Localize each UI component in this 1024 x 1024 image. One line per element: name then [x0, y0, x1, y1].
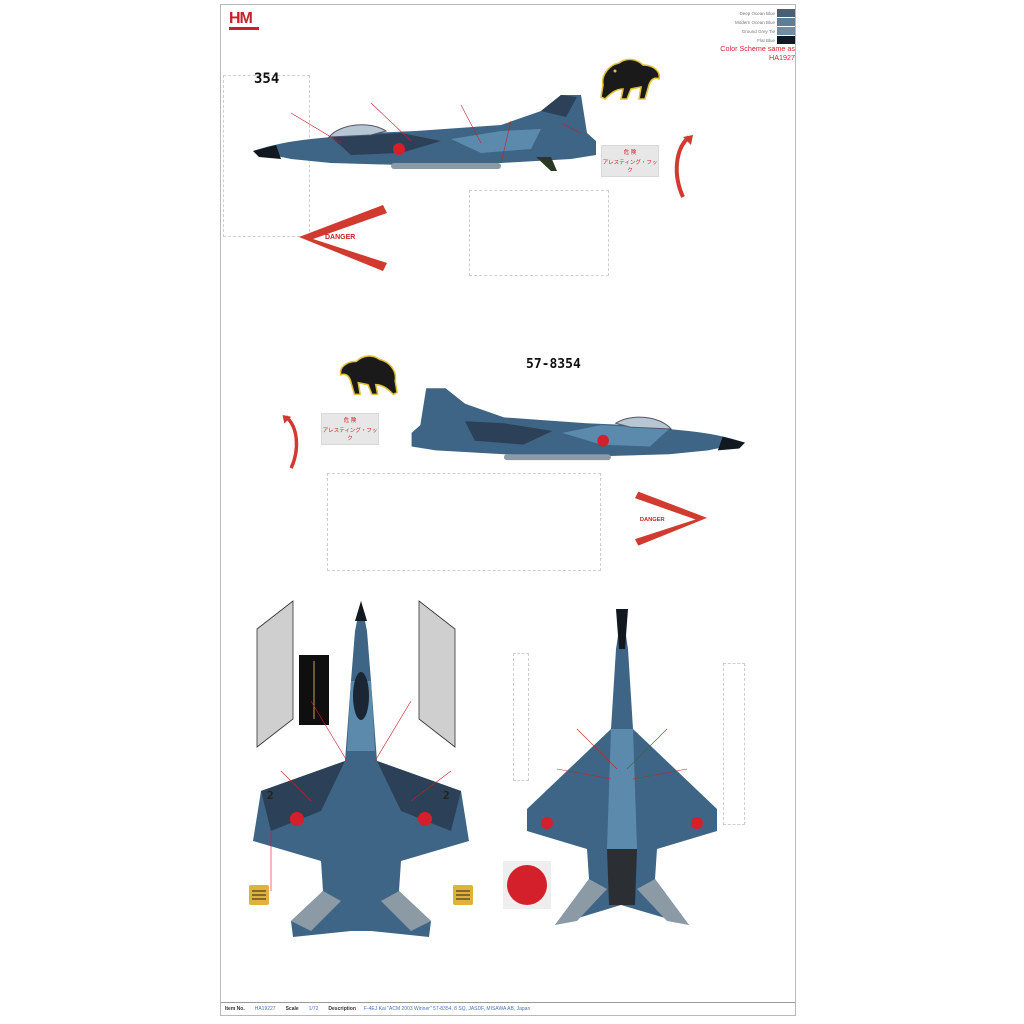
- arresting-hook-warning-decal: 危 険 アレスティング・フック: [601, 145, 659, 177]
- brand-logo: HM: [229, 10, 253, 27]
- sheet-footer: Item No. HA19227 Scale 1/72 Description …: [221, 1002, 795, 1015]
- arresting-hook-arrow-icon: [674, 135, 693, 198]
- legend-swatch-row: Ground Grey Tie: [699, 27, 795, 35]
- step-marking-decal: [453, 885, 473, 905]
- hinomaru-roundel: [541, 817, 553, 829]
- stencil-frame: [513, 653, 529, 781]
- registration-decal: 57-8354: [526, 357, 581, 372]
- tail-number-decal: 354: [254, 71, 280, 87]
- panther-insignia-icon: [600, 58, 661, 100]
- item-value: HA19227: [254, 1006, 276, 1012]
- hinomaru-roundel: [393, 143, 405, 155]
- aircraft-fuselage: [253, 95, 596, 165]
- description-value: F-4EJ Kai "ACM 2003 Winner" 57-8354, 8 S…: [363, 1006, 531, 1012]
- stencil-frame: [327, 473, 601, 571]
- swatch-label: Modern Ocean Blue: [734, 19, 775, 25]
- hinomaru-roundel: [290, 812, 304, 826]
- intake-panel-right: [418, 600, 456, 748]
- canopy: [327, 124, 388, 138]
- warning-title: 危 険: [623, 150, 637, 156]
- hinomaru-roundel-large: [503, 861, 551, 909]
- warning-text: アレスティング・フック: [602, 160, 658, 174]
- canopy: [353, 672, 369, 720]
- intake-panel-left: [256, 600, 294, 748]
- swatch-color: [777, 36, 795, 44]
- gear-number-decal: 2: [267, 789, 274, 802]
- danger-label: DANGER: [325, 234, 355, 241]
- walkway-stripe-decal: [299, 655, 329, 725]
- top-view-aircraft: [253, 601, 469, 937]
- swatch-label: Ground Grey Tie: [741, 28, 775, 34]
- stencil-frame: [723, 663, 745, 825]
- drop-tank: [391, 163, 501, 169]
- arresting-hook-arrow-icon: [282, 415, 299, 469]
- stencil-frame: [469, 190, 609, 276]
- description-label: Description: [328, 1006, 356, 1012]
- legend-swatch-row: Deep Ocean Blue: [699, 9, 795, 17]
- bottom-view-aircraft: [527, 609, 717, 925]
- item-label: Item No.: [225, 1006, 245, 1012]
- scale-value: 1/72: [308, 1006, 319, 1012]
- swatch-color: [777, 9, 795, 17]
- step-marking-decal: [249, 885, 269, 905]
- panther-insignia-icon: [339, 355, 398, 396]
- side-view-right-profile: [411, 388, 746, 461]
- danger-label: DANGER: [640, 517, 666, 523]
- legend-swatch-row: Flat Blue: [699, 36, 795, 44]
- warning-text: アレスティング・フック: [322, 428, 378, 442]
- swatch-color: [777, 27, 795, 35]
- danger-chevron-decal: DANGER: [299, 205, 387, 271]
- color-scheme-note: Color Scheme same as HA1927: [720, 44, 795, 62]
- danger-chevron-decal: DANGER: [635, 491, 707, 546]
- warning-title: 危 険: [343, 418, 357, 424]
- hinomaru-roundel: [418, 812, 432, 826]
- swatch-label: Flat Blue: [757, 37, 775, 43]
- hinomaru-roundel: [691, 817, 703, 829]
- swatch-label: Deep Ocean Blue: [739, 10, 775, 16]
- arresting-hook-warning-decal: 危 険 アレスティング・フック: [321, 413, 379, 445]
- brand-logo-underline: [229, 27, 259, 30]
- side-view-left-profile: [253, 95, 596, 171]
- legend-swatch-row: Modern Ocean Blue: [699, 18, 795, 26]
- decal-sheet: HM Deep Ocean Blue Modern Ocean Blue Gro…: [220, 4, 796, 1016]
- callout-lines: [290, 102, 582, 164]
- scale-label: Scale: [285, 1006, 299, 1012]
- gear-number-decal: 2: [443, 789, 450, 802]
- landing-gear: [536, 157, 557, 171]
- swatch-color: [777, 18, 795, 26]
